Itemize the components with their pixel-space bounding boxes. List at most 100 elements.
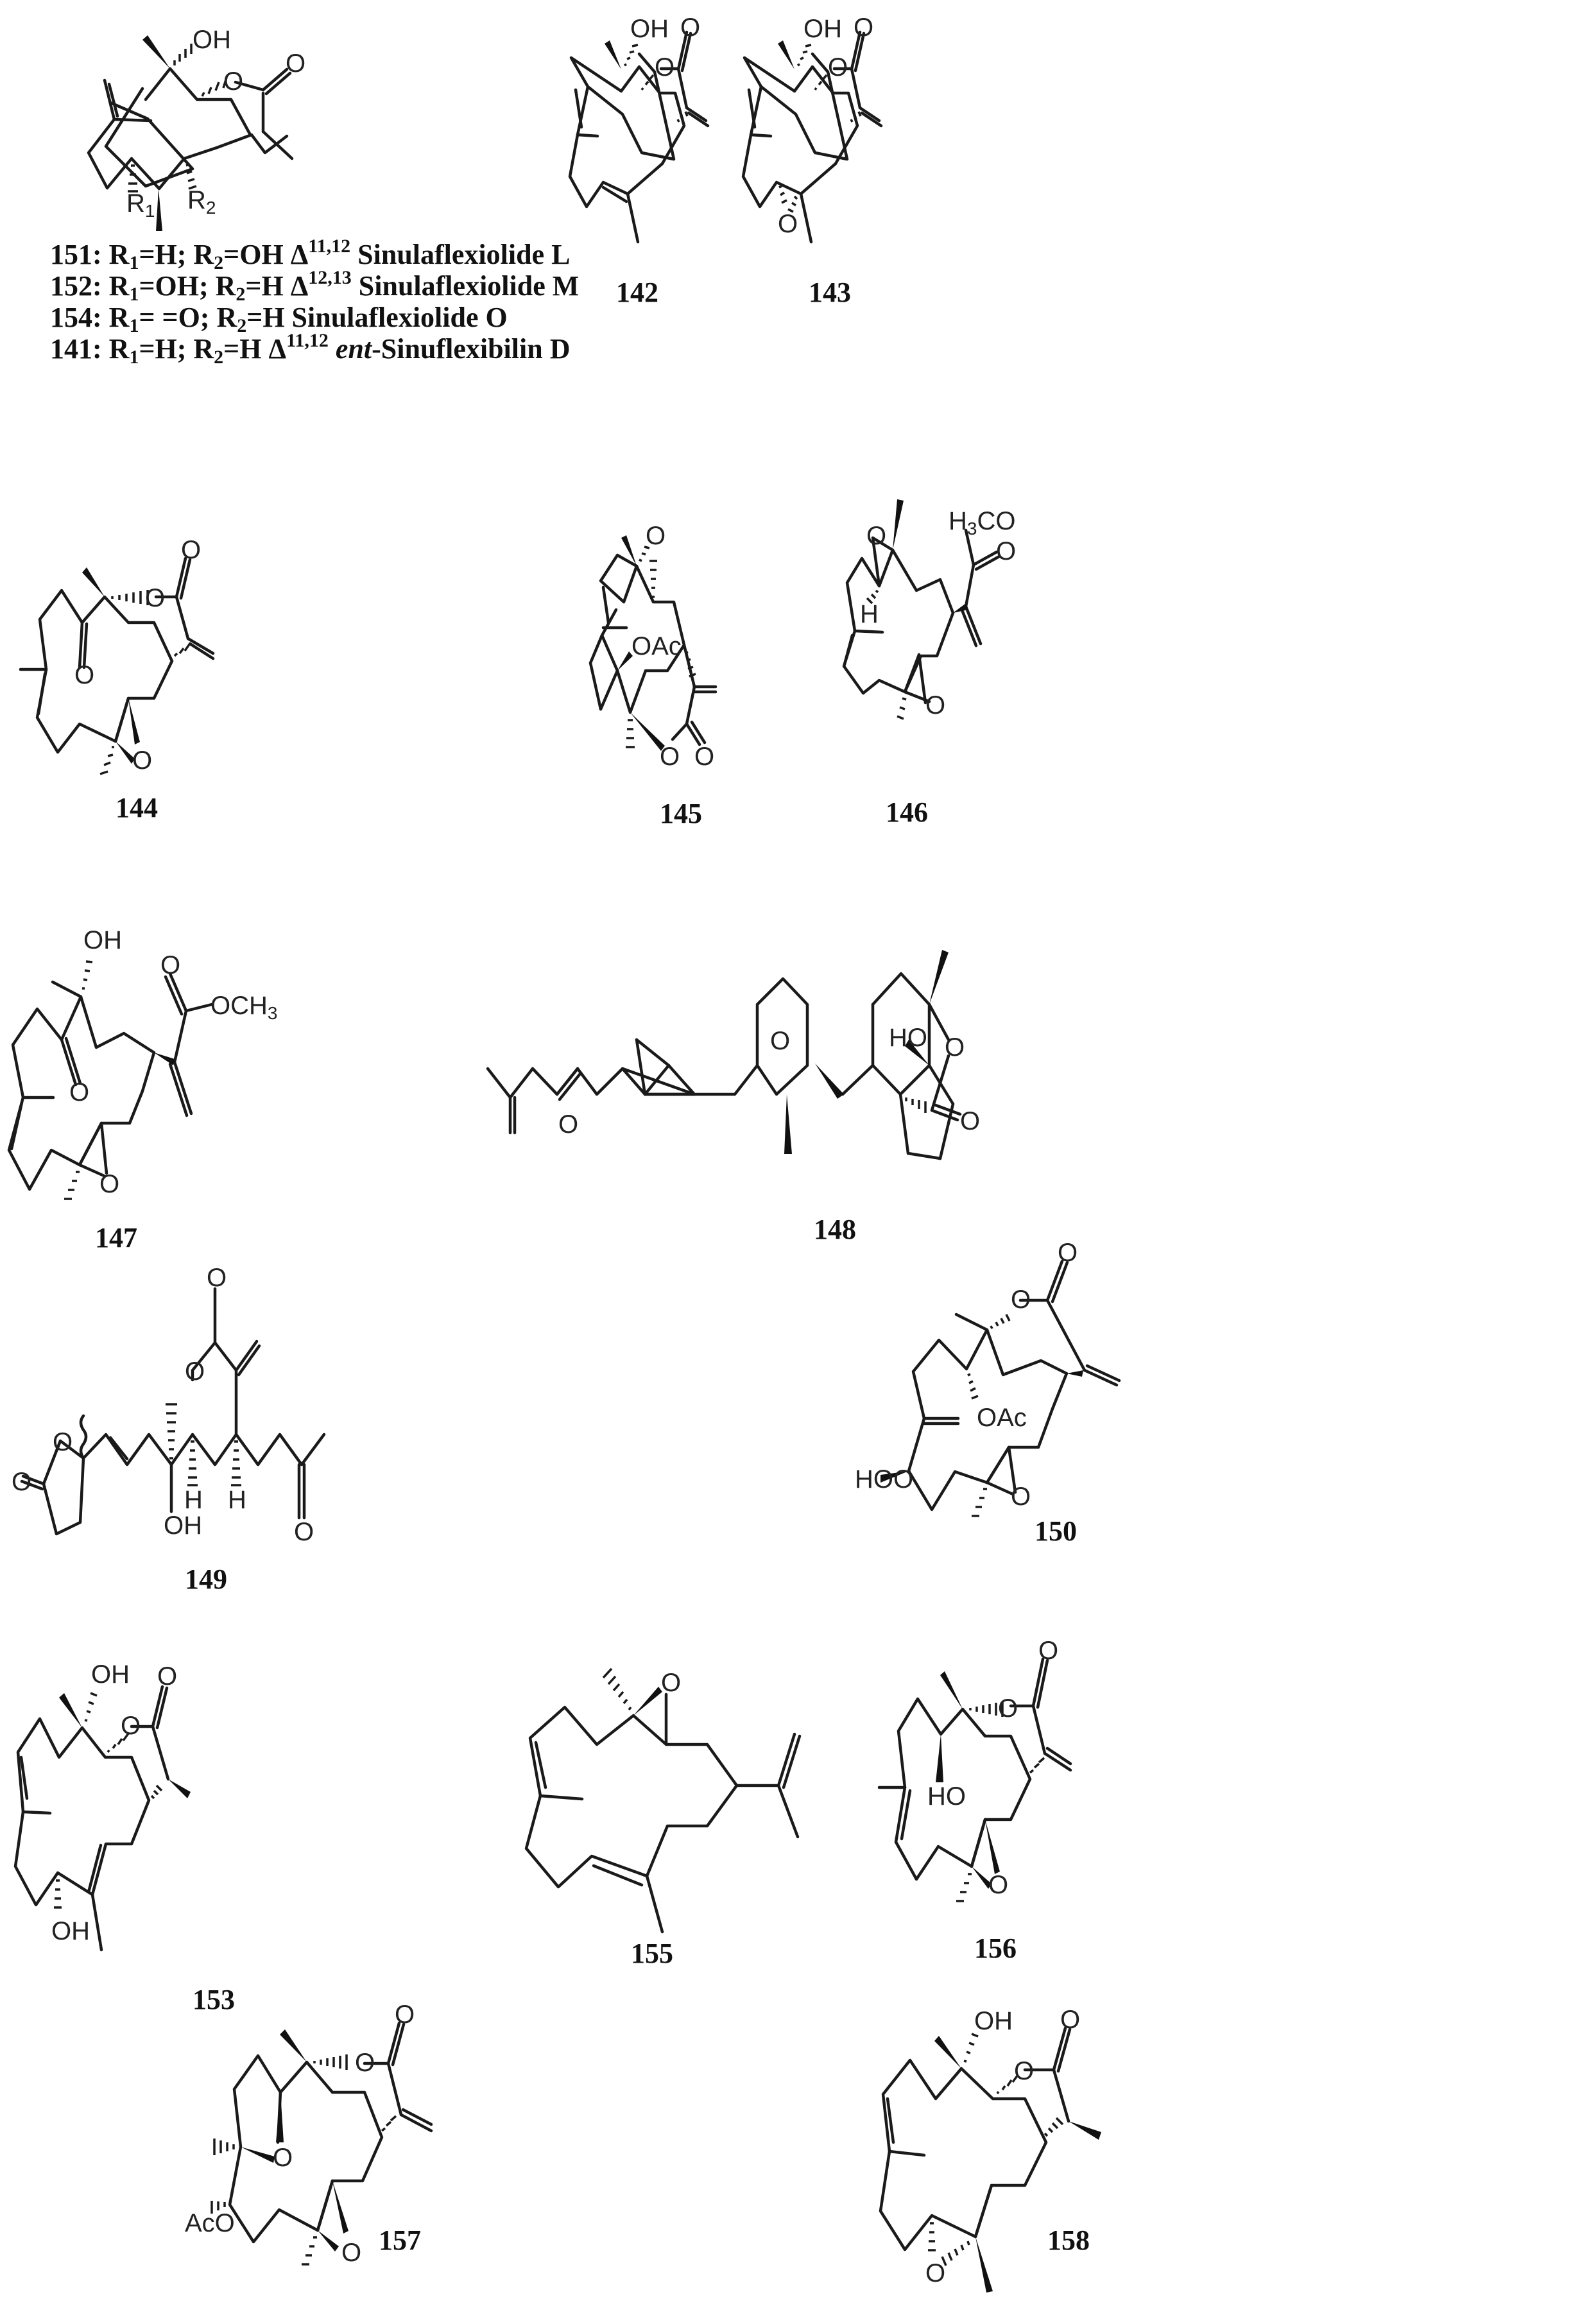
hash-bond [956, 1701, 1045, 1902]
atom-label: O [945, 1033, 965, 1062]
legend-line-151: 151: R1=H; R2=OH Δ11,12 Sinulaflexiolide… [50, 236, 570, 273]
wedge-bond [116, 741, 135, 764]
atom-label: O [661, 1669, 681, 1697]
atom-label: O [866, 522, 886, 550]
atom-label: O [341, 2239, 361, 2267]
atom-label: O [988, 1871, 1008, 1899]
atom-label: OAc [631, 632, 682, 660]
compound-label: 144 [116, 792, 158, 823]
structure-156: O O HO O 156 [877, 1637, 1072, 1964]
atom-label: HOO [855, 1465, 913, 1493]
atom-label: O [53, 1428, 73, 1456]
atom-label: HO [889, 1024, 927, 1052]
atom-label: O [998, 1694, 1018, 1723]
compound-label: 156 [974, 1932, 1017, 1964]
atom-label: AcO [185, 2209, 235, 2237]
wedge-bond [1067, 1370, 1083, 1377]
atom-label: O [828, 53, 848, 82]
atom-label: O [132, 746, 152, 775]
wedge-bond [633, 1687, 662, 1716]
hash-bond [967, 1314, 1011, 1517]
atom-label: O [286, 49, 305, 78]
atom-label: O [160, 951, 180, 979]
legend-line-154: 154: R1= =O; R2=H Sinulaflexiolide O [50, 302, 508, 336]
wedge-bond [280, 2029, 307, 2062]
structure-158: OH O O O 158 [879, 2006, 1101, 2293]
structure-142: OH O O 142 [568, 13, 710, 308]
wedge-bond [156, 189, 162, 231]
compound-label: 153 [193, 1984, 235, 2015]
wedge-bond [128, 698, 140, 745]
compound-label: 143 [809, 277, 851, 308]
atom-label: O [145, 584, 165, 612]
wedge-bond [929, 950, 949, 1004]
wedge-bond [241, 2147, 275, 2163]
atom-label: O [558, 1110, 578, 1139]
atom-label: O [185, 1357, 205, 1386]
wedge-bond [815, 1063, 844, 1099]
legend-line-141: 141: R1=H; R2=H Δ11,12 ent-Sinuflexibili… [50, 330, 570, 368]
wedge-bond [985, 1820, 1000, 1874]
atom-label: OH [803, 15, 842, 43]
wedge-bond [630, 712, 665, 751]
atom-label: O [646, 522, 666, 550]
hash-bond [99, 590, 191, 775]
hash-bond [166, 1403, 241, 1486]
wedge-bond [168, 1779, 191, 1798]
structure-155: O 155 [524, 1667, 802, 1969]
compound-label: 149 [185, 1563, 227, 1595]
wedge-bond [332, 2181, 348, 2234]
wedge-bond [934, 2036, 961, 2069]
wedge-bond [975, 2237, 993, 2293]
atom-label: OH [91, 1660, 130, 1689]
structure-147: OH O O O OCH3 147 [7, 926, 277, 1253]
compound-label: 145 [660, 798, 702, 829]
r1-label: R1 [126, 189, 155, 221]
wedge-bond [59, 1693, 82, 1728]
atom-label: O [655, 53, 674, 82]
wedge-bond [778, 40, 795, 69]
compound-label: 158 [1047, 2225, 1090, 2256]
structure-145: O OAc O O 145 [588, 522, 717, 829]
atom-label: O [1060, 2006, 1080, 2034]
atom-label: O [99, 1170, 119, 1198]
atom-label: O [273, 2144, 293, 2172]
compound-label: 142 [616, 277, 658, 308]
atom-label: O [207, 1264, 227, 1292]
atom-label: O [660, 743, 680, 771]
atom-label: OCH3 [210, 992, 277, 1023]
atom-label: O [1014, 2057, 1034, 2085]
atom-label: O [294, 1518, 314, 1546]
compound-label: 146 [886, 796, 928, 828]
atom-label: H3CO [949, 507, 1015, 538]
r2-label: R2 [187, 186, 216, 218]
structure-144: O O O O 144 [19, 536, 215, 823]
atom-label: O [770, 1027, 790, 1055]
structure-148: O O HO O O 148 [486, 950, 980, 1245]
compound-label: 147 [95, 1222, 137, 1253]
atom-label: O [121, 1712, 141, 1740]
atom-label: O [12, 1468, 31, 1496]
hash-bond [64, 960, 93, 1200]
wedge-bond [905, 1040, 929, 1065]
wedge-bond [972, 1866, 992, 1889]
atom-label: O [355, 2049, 375, 2077]
atom-label: O [69, 1078, 89, 1106]
wedge-bond [82, 567, 105, 597]
hash-bond [626, 546, 696, 748]
atom-label: OH [83, 926, 122, 954]
structure-146: H O O O H3CO 146 [842, 499, 1016, 828]
hash-bond [54, 1692, 163, 1909]
atom-label: OH [630, 15, 669, 43]
structure-153: OH O O OH 153 [13, 1660, 235, 2015]
atom-label: OH [51, 1917, 90, 1945]
atom-label: O [1011, 1286, 1031, 1314]
atom-label: O [157, 1662, 177, 1691]
compound-label: 148 [814, 1214, 856, 1245]
wedge-bond [621, 535, 637, 566]
atom-label: O [694, 743, 714, 771]
atom-label: O [996, 537, 1016, 565]
atom-label: OH [193, 26, 231, 54]
compound-label: 157 [379, 2225, 421, 2256]
